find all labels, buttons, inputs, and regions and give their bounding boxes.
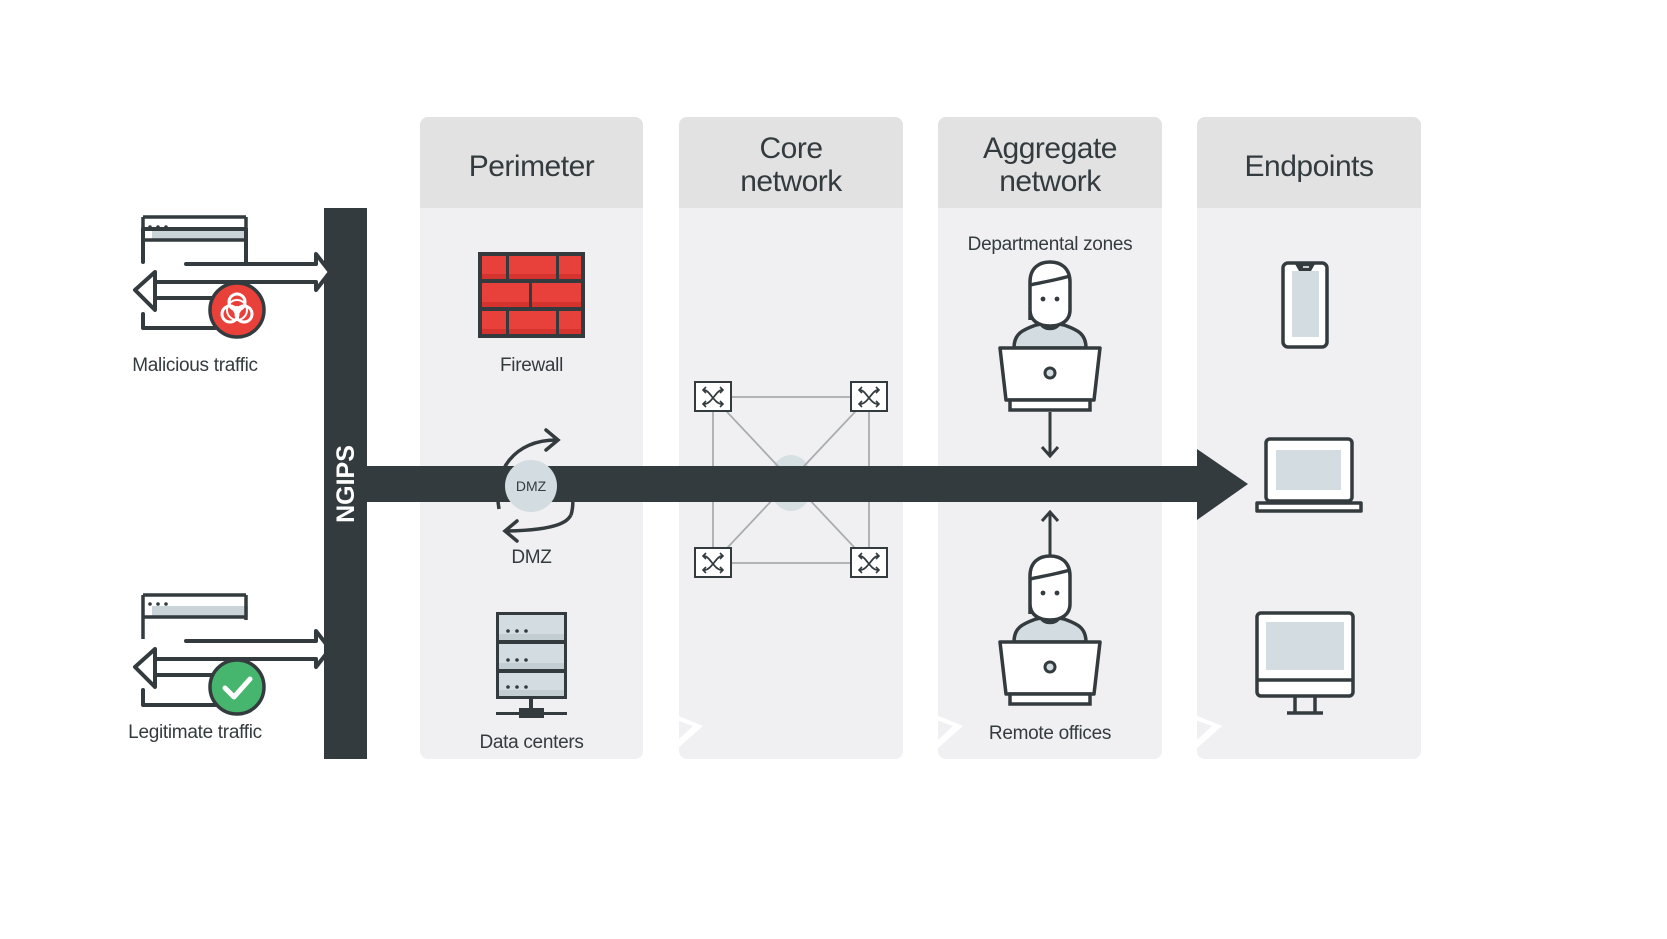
column-header-endpoints: Endpoints — [1245, 150, 1374, 183]
column-perimeter: Perimeter — [420, 117, 643, 759]
desktop-monitor-icon — [1255, 611, 1355, 715]
dmz-item: DMZ DMZ — [496, 428, 575, 568]
user-laptop-icon — [998, 260, 1102, 412]
departmental-zones-label: Departmental zones — [968, 234, 1133, 255]
checkmark-icon — [208, 658, 266, 716]
remote-offices-item: Remote offices — [989, 509, 1111, 744]
column-header-band — [679, 117, 903, 208]
ngips-label: NGIPS — [332, 445, 360, 523]
chevron-right-icon — [1162, 712, 1222, 756]
arrow-down-icon — [1040, 412, 1060, 459]
switch-icon — [694, 547, 732, 578]
data-centers-label: Data centers — [479, 732, 583, 753]
dmz-cycle-icon: DMZ — [496, 428, 575, 543]
arrow-up-icon — [1040, 509, 1060, 556]
firewall-item: Firewall — [478, 252, 585, 376]
departmental-zones-item: Departmental zones — [968, 234, 1133, 459]
column-header-band — [420, 117, 643, 208]
legitimate-traffic-label: Legitimate traffic — [128, 722, 262, 743]
dmz-label: DMZ — [511, 547, 552, 568]
biohazard-icon — [208, 281, 266, 339]
network-switches — [694, 381, 888, 578]
column-header-core-line1: Core — [759, 132, 822, 165]
column-core-network: Core network — [679, 117, 903, 759]
remote-offices-label: Remote offices — [989, 723, 1111, 744]
firewall-icon — [478, 252, 585, 338]
column-header-aggregate-line1: Aggregate — [983, 132, 1117, 165]
column-header-band — [938, 117, 1162, 208]
malicious-traffic-source: Malicious traffic — [132, 215, 332, 376]
chevron-right-icon — [643, 712, 703, 756]
smartphone-icon — [1281, 261, 1329, 349]
server-rack-icon — [496, 612, 567, 718]
browser-window-icon — [141, 215, 248, 330]
arrowhead-icon — [1197, 449, 1248, 520]
data-centers-item: Data centers — [479, 612, 584, 753]
column-header-perimeter: Perimeter — [469, 150, 595, 183]
malicious-traffic-label: Malicious traffic — [132, 355, 257, 376]
dmz-badge-label: DMZ — [516, 478, 547, 494]
user-laptop-icon — [998, 554, 1102, 706]
column-background — [679, 117, 903, 759]
switch-icon — [850, 547, 888, 578]
ngips-bar: NGIPS — [324, 208, 367, 759]
bidirectional-arrow-icon — [133, 252, 332, 312]
column-header-band — [1197, 117, 1421, 208]
legitimate-traffic-source: Legitimate traffic — [128, 593, 332, 743]
column-header-aggregate-line2: network — [999, 165, 1102, 198]
column-header-core-line2: network — [740, 165, 843, 198]
bidirectional-arrow-icon — [133, 629, 332, 689]
firewall-label: Firewall — [500, 355, 563, 376]
switch-icon — [850, 381, 888, 412]
switch-icon — [694, 381, 732, 412]
chevron-right-icon — [903, 712, 963, 756]
column-background — [420, 117, 643, 759]
column-connector-chevrons — [643, 712, 1222, 756]
laptop-icon — [1255, 437, 1363, 513]
browser-window-icon — [141, 593, 248, 707]
